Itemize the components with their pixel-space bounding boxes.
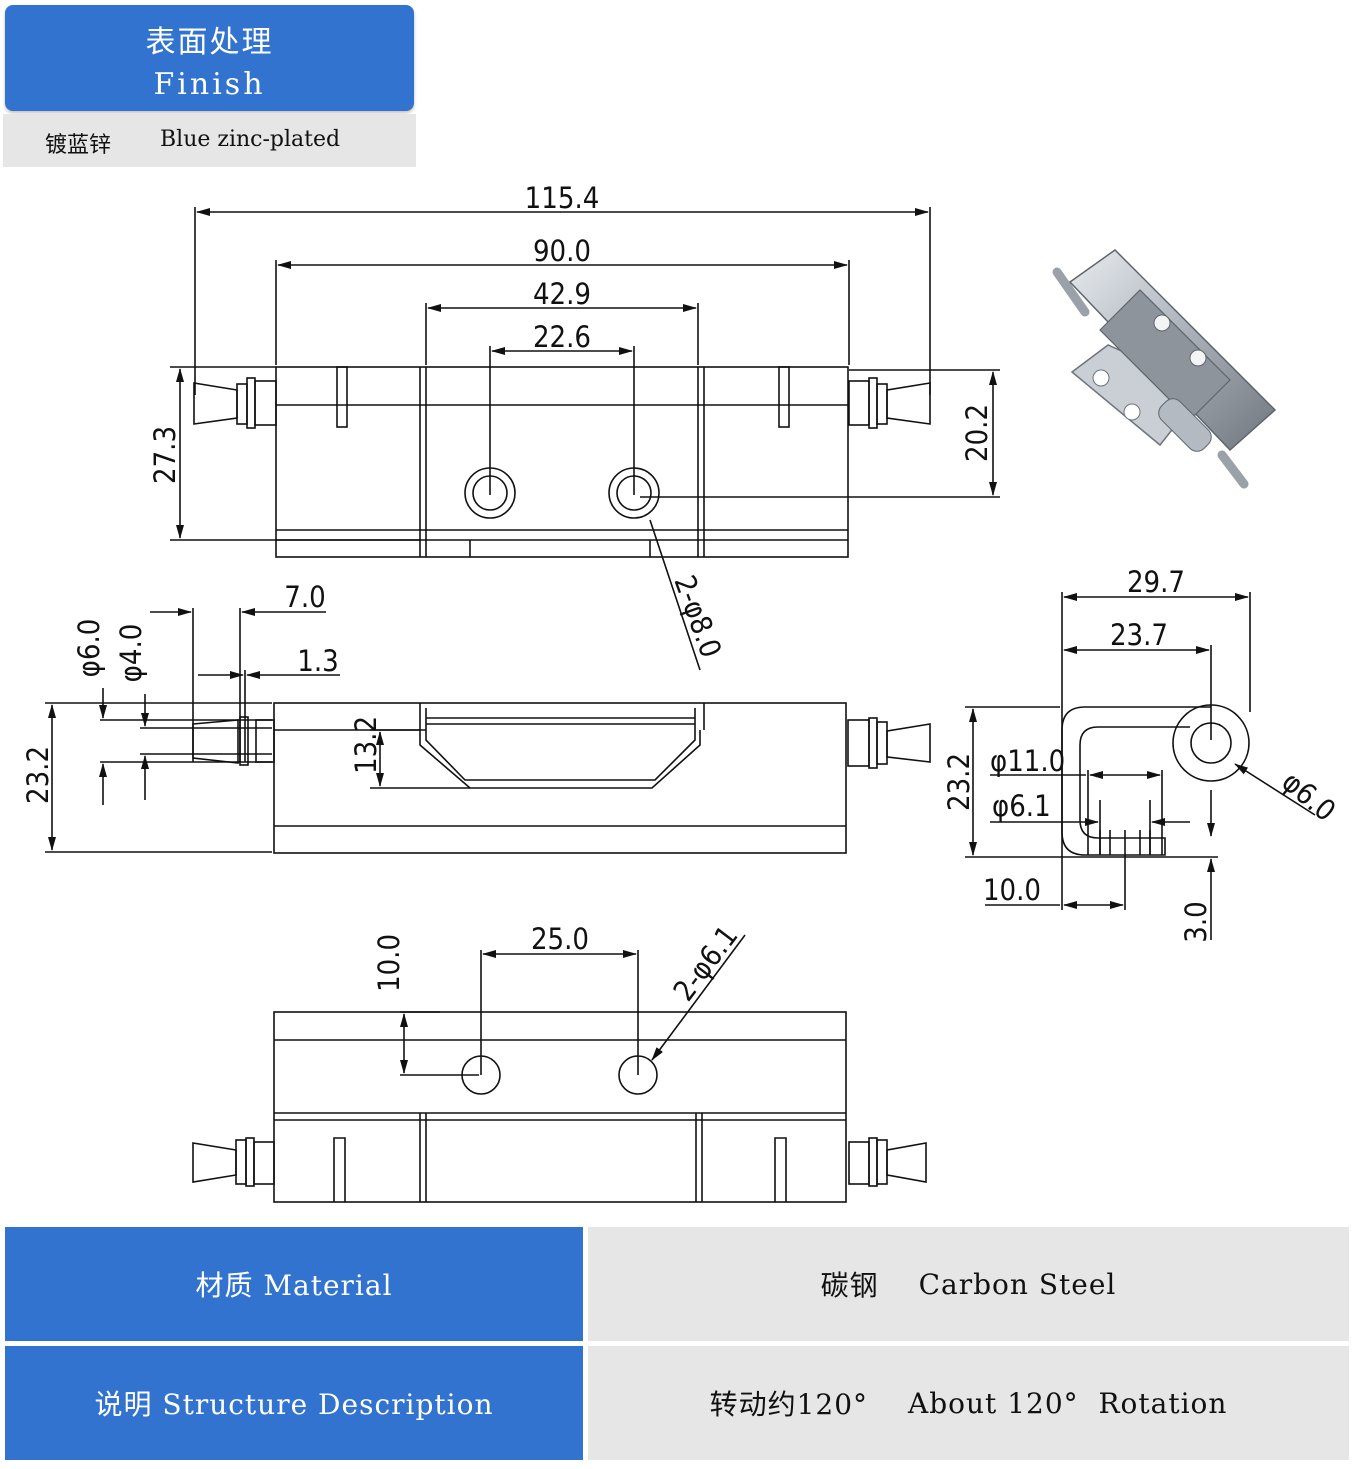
spec-label: 材质 Material — [5, 1227, 583, 1341]
end-view — [965, 592, 1316, 940]
spec-row-material: 材质 Material 碳钢 Carbon Steel — [0, 1227, 1354, 1341]
dim-side-height: 23.2 — [21, 746, 55, 804]
hinge-drawing: 115.4 90.0 42.9 22.6 27.3 20.2 2-φ8.0 7.… — [21, 181, 1343, 1203]
bottom-view — [192, 934, 927, 1203]
dim-knuckle-dia: φ6.0 — [1276, 764, 1343, 828]
finish-header: 表面处理 Finish — [5, 5, 414, 111]
spec-label: 说明 Structure Description — [5, 1346, 583, 1460]
spec-value-cn: 碳钢 — [820, 1269, 879, 1302]
dim-recess-depth: 13.2 — [349, 716, 383, 774]
dim-hole-spacing-top: 22.6 — [533, 320, 591, 354]
dim-inner-width: 23.7 — [1110, 618, 1168, 652]
spec-value: 转动约120° About 120° Rotation — [588, 1346, 1349, 1460]
dim-pin-head-dia: φ6.0 — [72, 619, 106, 678]
dim-top-hole-callout: 2-φ8.0 — [667, 571, 728, 662]
spec-value-cn: 转动约120° — [709, 1388, 869, 1421]
spec-value-en: About 120° Rotation — [908, 1386, 1228, 1420]
dim-counterbore-dia: φ11.0 — [990, 744, 1065, 778]
finish-value-cn: 镀蓝锌 — [45, 133, 112, 158]
dim-hole-spacing-bottom: 25.0 — [531, 922, 589, 956]
finish-value-en: Blue zinc-plated — [160, 127, 341, 152]
dim-overall-length: 115.4 — [525, 181, 600, 215]
dim-overall-height: 27.3 — [148, 426, 182, 484]
top-view — [170, 207, 1000, 671]
dim-end-edge-offset: 10.0 — [983, 873, 1041, 907]
dim-pin-length: 7.0 — [284, 580, 325, 614]
dim-collar-width: 1.3 — [297, 644, 338, 678]
finish-title-en: Finish — [153, 67, 266, 102]
dim-pin-dia: φ4.0 — [114, 624, 148, 683]
dim-bottom-edge-offset: 10.0 — [372, 934, 406, 992]
dim-thickness: 3.0 — [1179, 901, 1213, 942]
dim-hole-dia: φ6.1 — [992, 789, 1051, 823]
finish-value: 镀蓝锌 Blue zinc-plated — [3, 114, 416, 167]
finish-title-cn: 表面处理 — [145, 25, 274, 60]
dim-end-height: 23.2 — [942, 753, 976, 811]
side-view — [45, 608, 931, 854]
hinge-product-illustration — [1052, 249, 1277, 489]
dim-middle-knuckle: 42.9 — [533, 277, 591, 311]
spec-value: 碳钢 Carbon Steel — [588, 1227, 1349, 1341]
spec-value-en: Carbon Steel — [918, 1267, 1117, 1301]
dim-bottom-hole-callout: 2-φ6.1 — [666, 919, 744, 1007]
spec-row-description: 说明 Structure Description 转动约120° About 12… — [0, 1346, 1354, 1460]
dim-leaf-height: 20.2 — [960, 404, 994, 462]
dim-knuckle-length: 90.0 — [533, 234, 591, 268]
dim-outer-width: 29.7 — [1127, 565, 1185, 599]
